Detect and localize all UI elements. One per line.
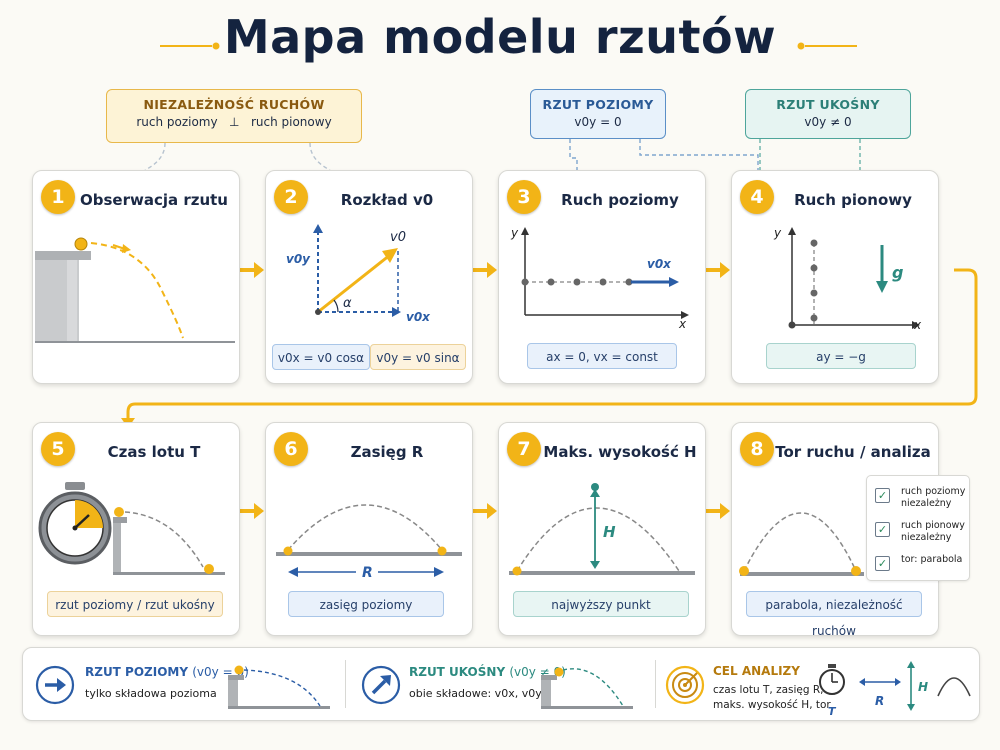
step-number-4: 4 <box>740 180 774 214</box>
legend-oblique-label: RZUT UKOŚNY <box>409 665 506 679</box>
label-g: g <box>892 263 903 282</box>
oblique-throw-mini-icon <box>541 667 633 709</box>
axis-label-y: y <box>773 226 782 240</box>
card-title-1: Obserwacja rzutu <box>79 191 228 209</box>
label-v0x: v0x <box>406 310 431 324</box>
card-decomposition: 2 Rozkład v0 v0y v0 α v0x v0x = v0 cosα … <box>265 170 473 384</box>
axis-label-x: x <box>913 318 922 332</box>
page-title: Mapa modelu rzutów <box>223 10 777 64</box>
card-title-5: Czas lotu T <box>107 443 201 461</box>
legend-oblique-desc: obie składowe: v0x, v0y <box>409 687 542 700</box>
legend-goal-title: CEL ANALIZY <box>713 664 800 678</box>
height-arrow-icon: H <box>907 661 928 711</box>
card-max-height: 7 Maks. wysokość H H najwyższy punkt <box>498 422 706 636</box>
step-number-1: 1 <box>41 180 75 214</box>
check-icon[interactable]: ✓ <box>875 522 890 537</box>
step-number-2: 2 <box>274 180 308 214</box>
projectile-observation-illustration <box>35 237 235 343</box>
independence-tag-title: NIEZALEŻNOŚĆ RUCHÓW <box>143 97 325 112</box>
stopwatch-icon: T <box>819 664 845 718</box>
target-icon <box>665 665 705 705</box>
checklist-label: ruch poziomy niezależny <box>901 486 966 509</box>
checklist-label: ruch pionowy niezależny <box>901 520 965 543</box>
formula-v0x: v0x = v0 cosα <box>272 344 370 370</box>
max-height-caption: najwyższy punkt <box>513 591 689 617</box>
legend-horizontal-title: RZUT POZIOMY (v0y = 0) <box>85 665 249 679</box>
independence-right: ruch pionowy <box>250 115 332 129</box>
legend-divider <box>345 660 346 708</box>
oblique-tag-title: RZUT UKOŚNY <box>776 97 880 112</box>
label-v0x: v0x <box>647 257 672 271</box>
step-number-7: 7 <box>507 432 541 466</box>
card-horizontal-motion: 3 Ruch poziomy y x v0x ax = 0, vx = cons… <box>498 170 706 384</box>
check-icon[interactable]: ✓ <box>875 556 890 571</box>
horizontal-throw-tag: RZUT POZIOMY v0y = 0 <box>530 89 666 139</box>
title-decoration-left <box>160 42 220 50</box>
step-number-8: 8 <box>740 432 774 466</box>
oblique-tag-condition: v0y ≠ 0 <box>804 115 852 129</box>
flight-time-illustration <box>38 482 225 575</box>
formula-horizontal: ax = 0, vx = const <box>527 343 677 369</box>
legend-bar: RZUT POZIOMY (v0y = 0) tylko składowa po… <box>22 647 980 721</box>
legend-horizontal-label: RZUT POZIOMY <box>85 665 189 679</box>
card-title-2: Rozkład v0 <box>340 191 434 209</box>
analysis-checklist: ✓ ruch poziomy niezależny ✓ ruch pionowy n… <box>866 475 970 581</box>
range-diagram: R <box>276 504 462 581</box>
range-arrow-icon: R <box>859 678 901 708</box>
oblique-throw-tag: RZUT UKOŚNY v0y ≠ 0 <box>745 89 911 139</box>
card-title-7: Maks. wysokość H <box>543 443 697 461</box>
label-H: H <box>918 680 928 694</box>
step-number-6: 6 <box>274 432 308 466</box>
axis-label-x: x <box>678 317 687 331</box>
independence-left: ruch poziomy <box>136 115 218 129</box>
vertical-motion-diagram: y x g <box>773 226 922 332</box>
card-title-6: Zasięg R <box>350 443 424 461</box>
horizontal-motion-diagram: y x v0x <box>510 226 689 331</box>
check-icon[interactable]: ✓ <box>875 488 890 503</box>
arrow-right-icon <box>35 665 75 705</box>
legend-horizontal-desc: tylko składowa pozioma <box>85 687 217 700</box>
card-observation: 1 Obserwacja rzutu <box>32 170 240 384</box>
arrow-up-right-icon <box>361 665 401 705</box>
legend-divider <box>655 660 656 708</box>
label-R: R <box>362 565 373 581</box>
card-flight-time: 5 Czas lotu T rzut poziomy / rzut ukośny <box>32 422 240 636</box>
trajectory-caption: parabola, niezależność ruchów <box>746 591 922 638</box>
perpendicular-symbol: ⊥ <box>229 115 240 129</box>
range-caption: zasięg poziomy <box>288 591 444 617</box>
axis-label-y: y <box>510 226 519 240</box>
label-v0y: v0y <box>286 252 311 266</box>
max-height-diagram: H <box>509 483 695 576</box>
trajectory-diagram <box>739 512 864 576</box>
label-T: T <box>828 705 837 718</box>
flight-time-caption: rzut poziomy / rzut ukośny <box>47 591 223 617</box>
card-title-4: Ruch pionowy <box>794 191 912 209</box>
card-range: 6 Zasięg R R zasięg poziomy <box>265 422 473 636</box>
independence-tag-subtitle: ruch poziomy ⊥ ruch pionowy <box>107 115 361 129</box>
horizontal-tag-title: RZUT POZIOMY <box>542 97 654 112</box>
label-alpha: α <box>343 296 352 311</box>
title-decoration-right <box>797 42 857 50</box>
step-number-3: 3 <box>507 180 541 214</box>
independence-tag: NIEZALEŻNOŚĆ RUCHÓW ruch poziomy ⊥ ruch … <box>106 89 362 143</box>
horizontal-tag-condition: v0y = 0 <box>574 115 622 129</box>
step-number-5: 5 <box>41 432 75 466</box>
label-H: H <box>603 523 616 541</box>
formula-vertical: ay = −g <box>766 343 916 369</box>
legend-goal-desc-1: czas lotu T, zasięg R, <box>713 684 824 696</box>
card-vertical-motion: 4 Ruch pionowy y x g ay = −g <box>731 170 939 384</box>
card-title-8: Tor ruchu / analiza <box>775 443 931 461</box>
legend-oblique-title: RZUT UKOŚNY (v0y ≠ 0) <box>409 665 566 679</box>
label-R: R <box>875 694 884 708</box>
formula-v0y: v0y = v0 sinα <box>370 344 466 370</box>
label-v0: v0 <box>390 230 406 245</box>
legend-goal-desc-2: maks. wysokość H, tor <box>713 699 831 711</box>
checklist-label: tor: parabola <box>901 554 963 565</box>
velocity-decomposition-diagram: v0y v0 α v0x <box>286 224 431 324</box>
parabola-icon <box>937 677 971 697</box>
card-title-3: Ruch poziomy <box>561 191 679 209</box>
horizontal-throw-mini-icon <box>228 665 330 709</box>
